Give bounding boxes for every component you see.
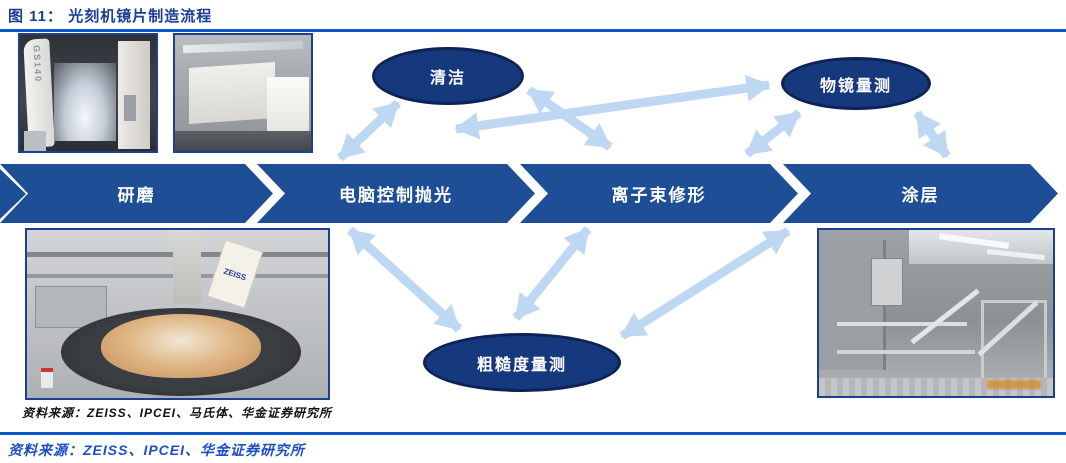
- machine-work-chamber: [54, 63, 116, 141]
- flow-node-cleaning: 清洁: [372, 47, 524, 105]
- source-line-outer: 资料来源：ZEISS、IPCEI、华金证券研究所: [8, 442, 306, 458]
- flow-connection-polish-rough: [346, 226, 463, 333]
- flow-step-grinding: 研磨: [0, 164, 273, 223]
- flow-connection-objective-coat: [913, 110, 951, 159]
- photo-grinding-machine: GS140: [18, 33, 158, 153]
- flow-step-ion-beam-figuring: 离子束修形: [520, 164, 798, 223]
- flow-connection-polish-clean: [336, 99, 402, 162]
- flow-node-label: 粗糙度量测: [476, 356, 567, 374]
- railing: [837, 322, 967, 326]
- zeiss-brand-label: ZEISS: [222, 266, 248, 282]
- title-divider-line: [0, 29, 1066, 32]
- source-line-inner: 资料来源：ZEISS、IPCEI、马氏体、华金证券研究所: [22, 406, 333, 420]
- bottom-divider-line: [0, 432, 1066, 435]
- flow-connection-ion-rough: [512, 226, 592, 321]
- figure-title: 图 11： 光刻机镜片制造流程: [8, 8, 213, 25]
- wall-mounted-unit: [871, 258, 903, 306]
- machine-body: [189, 61, 275, 125]
- flow-node-label: 清洁: [429, 70, 466, 87]
- robot-arm-column: [173, 230, 201, 304]
- flow-node-roughness-metrology: 粗糙度量测: [423, 333, 621, 392]
- flow-connection-clean-ion: [526, 86, 613, 151]
- flow-step-label: 涂层: [901, 186, 940, 205]
- railing: [837, 350, 975, 354]
- photo-zeiss-polishing-dish: ZEISS: [25, 228, 330, 400]
- flow-node-objective-metrology: 物镜量测: [781, 57, 931, 110]
- flow-connection-ion-objective: [744, 109, 802, 158]
- flow-step-label: 电脑控制抛光: [339, 186, 453, 205]
- machine-column-slot: [124, 95, 136, 121]
- machine-base-cabinet: [24, 131, 46, 151]
- railing-diagonal: [910, 288, 980, 345]
- photo-coating-facility: [817, 228, 1055, 398]
- photo-polishing-machine-exterior: [173, 33, 313, 153]
- flow-connection-rough-coat: [619, 227, 791, 340]
- photo-date-stamp: [987, 380, 1041, 389]
- workshop-floor: [175, 131, 311, 151]
- machine-side-panel: [267, 77, 309, 141]
- small-jar: [41, 368, 53, 388]
- flow-step-label: 离子束修形: [611, 186, 707, 205]
- ceiling-light: [182, 40, 304, 54]
- flow-step-label: 研磨: [117, 186, 156, 205]
- lens-blank: [101, 314, 261, 378]
- flow-step-computer-polishing: 电脑控制抛光: [257, 164, 535, 223]
- flow-step-coating: 涂层: [783, 164, 1058, 223]
- zeiss-tool-head: ZEISS: [206, 239, 264, 309]
- flow-node-label: 物镜量测: [819, 77, 892, 95]
